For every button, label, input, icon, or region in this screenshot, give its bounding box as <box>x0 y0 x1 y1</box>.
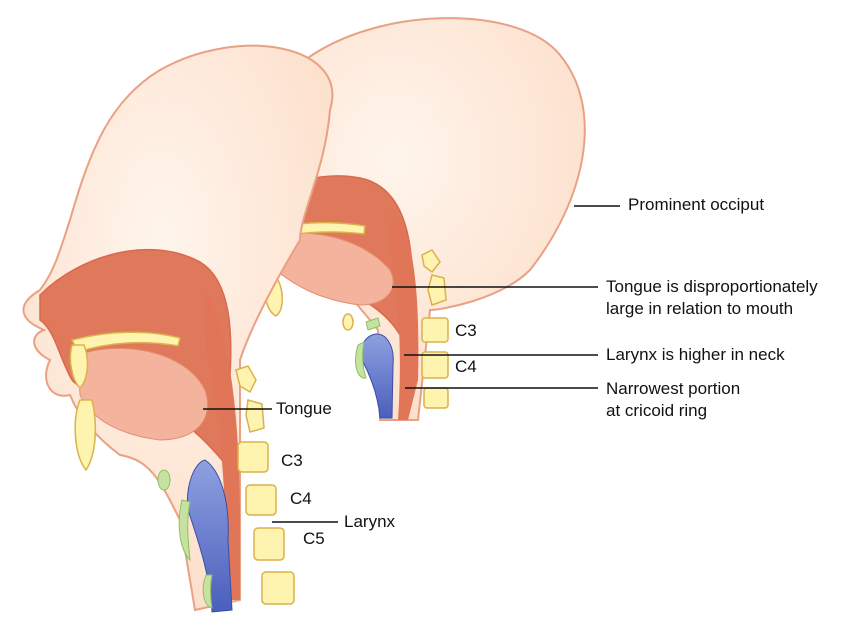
label-adult-c4: C4 <box>455 356 477 377</box>
label-child-larynx: Larynx <box>344 511 395 532</box>
label-narrowest-portion: Narrowest portion at cricoid ring <box>606 378 740 422</box>
label-child-c3: C3 <box>281 450 303 471</box>
label-child-tongue: Tongue <box>276 398 332 419</box>
label-narrow-line1: Narrowest portion <box>606 378 740 400</box>
label-narrow-line2: at cricoid ring <box>606 400 740 422</box>
label-tongue-line1: Tongue is disproportionately <box>606 276 818 298</box>
label-child-c4: C4 <box>290 488 312 509</box>
label-adult-c3: C3 <box>455 320 477 341</box>
front-head <box>23 46 332 612</box>
front-head-teeth-lower <box>75 400 95 470</box>
label-prominent-occiput: Prominent occiput <box>628 194 764 215</box>
label-tongue-disproportionate: Tongue is disproportionately large in re… <box>606 276 818 320</box>
label-child-c5: C5 <box>303 528 325 549</box>
back-head-airway <box>362 334 394 418</box>
label-larynx-higher: Larynx is higher in neck <box>606 344 785 365</box>
label-tongue-line2: large in relation to mouth <box>606 298 818 320</box>
